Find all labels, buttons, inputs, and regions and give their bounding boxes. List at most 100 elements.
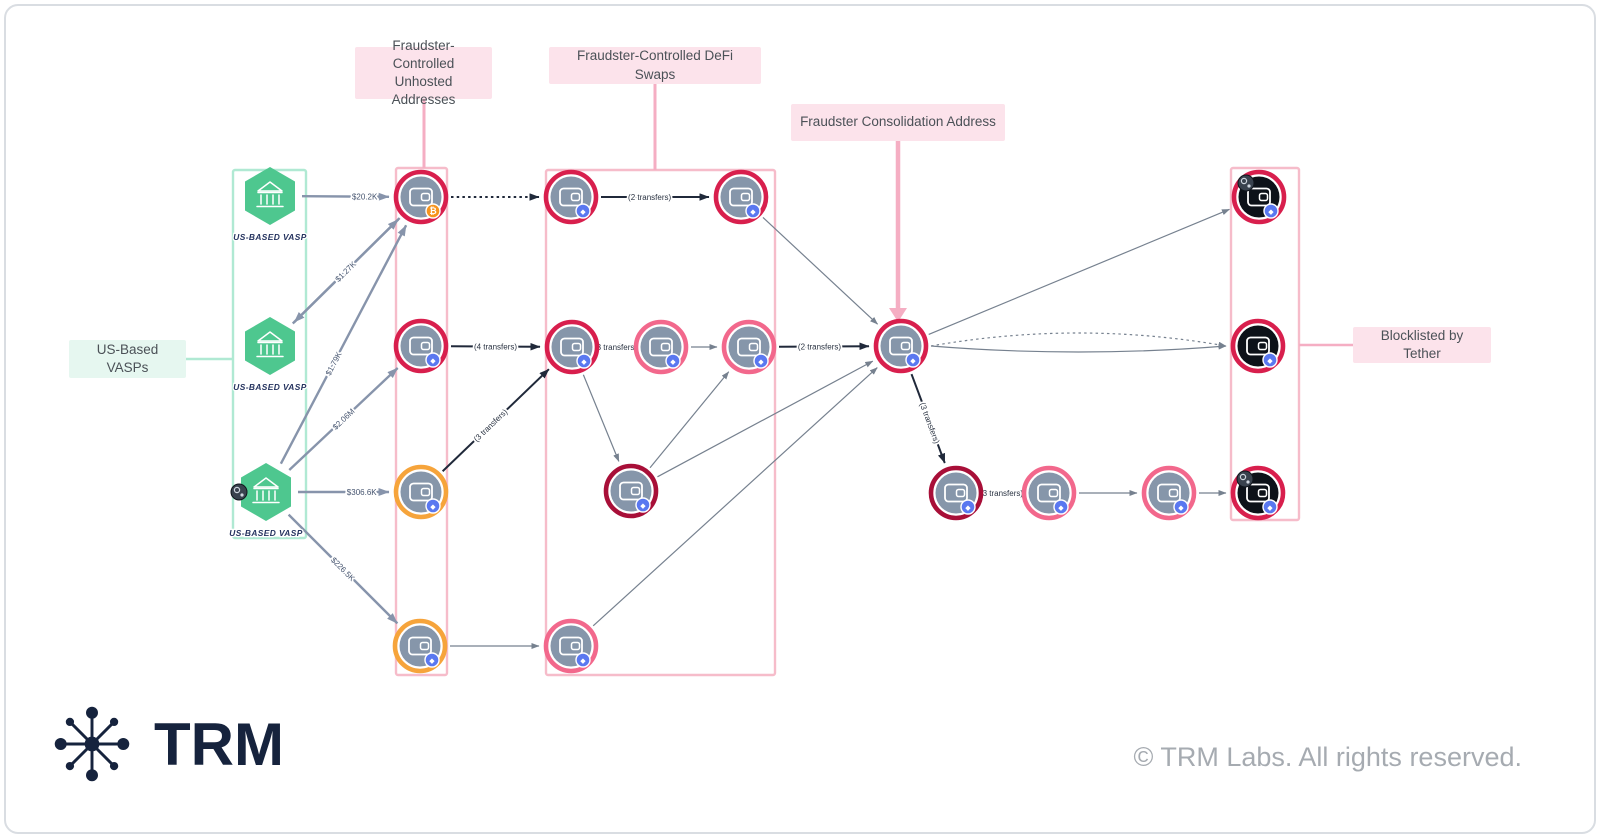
edge-d5-c [778,342,870,351]
bitcoin-badge-icon: ₿ [425,203,441,219]
ethereum-badge-icon: ◆ [1263,203,1279,219]
ethereum-badge-icon: ◆ [745,203,761,219]
svg-text:◆: ◆ [429,657,435,665]
wallet-icon [737,337,761,357]
wallet-icon [619,481,643,501]
vasp-hexagon [241,463,291,521]
annotation-blocklisted: Blocklisted by Tether [1353,327,1491,363]
svg-text:◆: ◆ [965,504,971,512]
wallet-icon [409,187,433,207]
wallet-icon [944,483,968,503]
edge-label-v2-u1: $1.27K [334,259,359,284]
ethereum-badge-icon: ◆ [1262,352,1278,368]
node-d6: ◆ [603,463,659,519]
svg-text:◆: ◆ [1178,504,1184,512]
svg-text:◆: ◆ [1267,504,1273,512]
trm-logo-icon [54,706,130,782]
annotation-unhosted-text: Fraudster-Controlled Unhosted Addresses [391,37,456,108]
annotation-vasps-text: US-Based VASPs [96,341,159,375]
node-d5: ◆ [721,319,777,375]
ethereum-badge-icon: ◆ [575,652,591,668]
trm-brand: TRM [46,698,284,790]
ethereum-badge-icon: ◆ [1262,499,1278,515]
edge-v1-u1 [301,192,390,201]
edge-c-t2 [930,343,1227,353]
edge-label-b1-b2: (3 transfers) [980,489,1023,498]
edge-d6-c [657,360,874,478]
wallet-icon [408,636,432,656]
node-u2: ◆ [393,318,449,374]
annotation-arrow-consolidation [889,308,907,322]
svg-text:◆: ◆ [758,358,764,366]
annotation-consolidation: Fraudster Consolidation Address [791,104,1005,141]
ethereum-badge-icon: ◆ [576,353,592,369]
ethereum-badge-icon: ◆ [905,352,921,368]
node-d1: ◆ [543,169,599,225]
svg-text:◆: ◆ [750,208,756,216]
node-t3: ◆ [1230,465,1286,521]
edge-u3-d3 [441,368,550,472]
annotation-connectors [186,84,1353,361]
vasp-hexagon [245,317,295,375]
ethereum-badge-icon: ◆ [635,497,651,513]
svg-text:◆: ◆ [1268,208,1274,216]
ethereum-badge-icon: ◆ [960,499,976,515]
wallet-icon [559,187,583,207]
edge-u2-d3 [450,342,541,351]
edge-label-v1-u1: $20.2K [352,192,378,201]
ethereum-badge-icon: ◆ [753,353,769,369]
svg-text:◆: ◆ [640,502,646,510]
vasp-hexagon [245,167,295,225]
wallet-icon [1037,483,1061,503]
ethereum-badge-icon: ◆ [575,203,591,219]
annotation-defi-text: Fraudster-Controlled DeFi Swaps [576,48,734,82]
edge-d7-c [592,367,878,627]
ethereum-badge-icon: ◆ [424,652,440,668]
edge-u1-v2 [293,217,401,323]
node-v1: US-BASED VASP [232,167,308,243]
container-boxes [231,166,1301,677]
node-u1: ₿ [393,169,449,225]
wallet-icon [409,482,433,502]
edge-label-u3-d3: (3 transfers) [472,407,510,444]
annotation-blocklisted-text: Blocklisted by Tether [1380,327,1464,361]
svg-text:◆: ◆ [581,358,587,366]
annotation-defi: Fraudster-Controlled DeFi Swaps [549,47,761,84]
edges [279,192,1230,649]
wallet-icon [560,337,584,357]
container-defi [544,168,777,677]
svg-text:◆: ◆ [580,208,586,216]
bank-icon [256,181,284,208]
edge-v3-u1 [279,224,408,465]
svg-text:◆: ◆ [1267,357,1273,365]
edge-label-v3-u2: $2.06M [331,407,357,432]
wallet-icon [1246,336,1270,356]
wallet-icon [1157,483,1181,503]
ethereum-badge-icon: ◆ [425,352,441,368]
annotation-vasps: US-Based VASPs [69,340,186,378]
bank-icon [252,477,280,504]
edge-label-v3-u1: $1.79K [324,350,344,377]
svg-text:◆: ◆ [430,503,436,511]
edge-label-d1-d2: (2 transfers) [628,193,671,202]
node-d3: ◆ [544,319,600,375]
edge-v3-u4 [287,513,399,625]
node-v3: US-BASED VASP [228,463,304,539]
node-b2: ◆ [1021,465,1077,521]
svg-text:◆: ◆ [580,657,586,665]
annotation-unhosted: Fraudster-Controlled Unhosted Addresses [355,38,492,107]
ethereum-badge-icon: ◆ [665,353,681,369]
wallet-icon [649,337,673,357]
wallet-icon [409,336,433,356]
svg-text:◆: ◆ [430,357,436,365]
edge-label-u2-d3: (4 transfers) [474,342,517,351]
edge-c-t2 [930,332,1227,348]
edge-d3-d6 [582,374,620,462]
node-b3: ◆ [1141,465,1197,521]
edge-label-v3-u3: $306.6K [347,488,377,497]
edge-c-b1 [910,373,946,464]
node-b1: ◆ [928,465,984,521]
svg-text:◆: ◆ [910,357,916,365]
